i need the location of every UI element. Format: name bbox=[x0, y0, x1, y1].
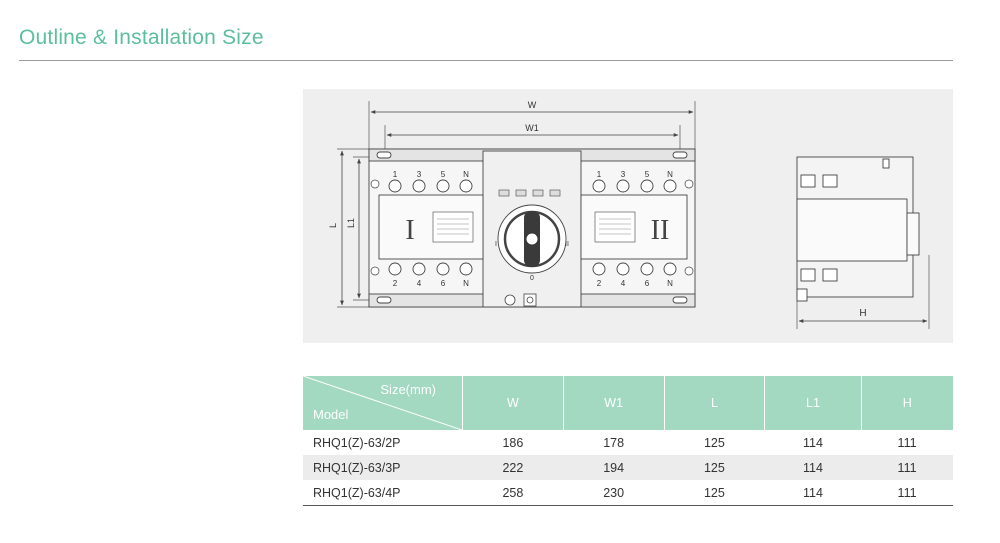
outline-drawing-svg: W W1 L L1 bbox=[328, 100, 930, 329]
page-title: Outline & Installation Size bbox=[19, 26, 264, 49]
roman-numeral-left: I bbox=[405, 215, 414, 246]
top-right-terminal-4: N bbox=[667, 170, 673, 179]
table-row: RHQ1(Z)-63/3P 222 194 125 114 111 bbox=[303, 455, 953, 480]
title-divider bbox=[19, 60, 953, 61]
bottom-left-terminal-3: 6 bbox=[441, 279, 446, 288]
switch-side-view bbox=[796, 156, 920, 302]
bottom-right-terminal-4: N bbox=[667, 279, 673, 288]
cell-l1: 114 bbox=[764, 455, 862, 480]
table-header-row: Size(mm) Model W W1 L L1 H bbox=[303, 376, 953, 430]
bottom-right-terminal-3: 6 bbox=[645, 279, 650, 288]
top-right-terminal-3: 5 bbox=[645, 170, 650, 179]
dim-h-label: H bbox=[859, 308, 866, 319]
switch-front-view bbox=[368, 148, 696, 308]
row-model: RHQ1(Z)-63/2P bbox=[313, 435, 401, 450]
size-header: Size(mm) bbox=[380, 382, 436, 397]
row-model: RHQ1(Z)-63/3P bbox=[303, 455, 463, 480]
top-left-terminal-1: 1 bbox=[393, 170, 398, 179]
top-left-terminal-3: 5 bbox=[441, 170, 446, 179]
dim-l-label: L bbox=[328, 223, 338, 228]
cell-l: 125 bbox=[664, 480, 765, 506]
cell-w1: 230 bbox=[563, 480, 665, 506]
row-model: RHQ1(Z)-63/4P bbox=[303, 480, 463, 506]
switch-position-right: II bbox=[565, 241, 569, 248]
cell-w: 258 bbox=[462, 480, 564, 506]
cell-l: 125 bbox=[664, 455, 765, 480]
table-row: RHQ1(Z)-63/4P 258 230 125 114 111 bbox=[303, 480, 953, 506]
dim-w-label: W bbox=[528, 100, 537, 110]
cell-w: 222 bbox=[462, 455, 564, 480]
column-header-w: W bbox=[462, 376, 564, 430]
switch-position-off: 0 bbox=[530, 275, 534, 282]
cell-h: 111 bbox=[897, 435, 917, 450]
dim-l: L bbox=[328, 148, 369, 308]
cell-w1: 194 bbox=[563, 455, 665, 480]
dim-w1: W1 bbox=[384, 123, 681, 149]
corner-diagonal bbox=[303, 376, 462, 430]
nameplate-lines bbox=[437, 218, 631, 235]
column-header-h: H bbox=[860, 376, 953, 430]
bottom-left-terminal-4: N bbox=[463, 279, 469, 288]
column-header-l1: L1 bbox=[764, 376, 862, 430]
top-right-terminal-1: 1 bbox=[597, 170, 602, 179]
bottom-right-terminal-2: 4 bbox=[621, 279, 626, 288]
bottom-left-terminal-1: 2 bbox=[393, 279, 398, 288]
switch-position-left: I bbox=[495, 241, 497, 248]
top-left-terminal-2: 3 bbox=[417, 170, 422, 179]
cell-h: 111 bbox=[861, 480, 953, 506]
dim-w: W bbox=[368, 100, 696, 155]
table-row: RHQ1(Z)-63/2P 186 178 125 114 111 bbox=[303, 430, 953, 455]
bottom-left-terminal-2: 4 bbox=[417, 279, 422, 288]
terminal-labels: 1 3 5 N 1 3 5 N 2 4 6 N 2 4 6 N bbox=[393, 170, 673, 288]
dim-h: H bbox=[796, 255, 930, 329]
cell-w: 186 bbox=[502, 435, 524, 450]
dim-l1-label: L1 bbox=[346, 218, 356, 228]
size-table: Size(mm) Model W W1 L L1 H RHQ1(Z)-63/2P… bbox=[303, 376, 953, 506]
cell-l1: 114 bbox=[764, 480, 862, 506]
roman-numeral-right: II bbox=[651, 215, 670, 246]
cell-l: 125 bbox=[703, 435, 725, 450]
cell-l1: 114 bbox=[802, 435, 823, 450]
header-corner: Size(mm) Model bbox=[303, 376, 463, 430]
column-header-l: L bbox=[663, 376, 765, 430]
top-left-terminal-4: N bbox=[463, 170, 469, 179]
cell-w1: 178 bbox=[603, 435, 625, 450]
dim-w1-label: W1 bbox=[525, 123, 539, 133]
model-header: Model bbox=[313, 407, 349, 422]
bottom-right-terminal-1: 2 bbox=[597, 279, 602, 288]
outline-drawing: W W1 L L1 bbox=[303, 89, 953, 343]
cell-h: 111 bbox=[861, 455, 953, 480]
top-right-terminal-2: 3 bbox=[621, 170, 626, 179]
column-header-w1: W1 bbox=[562, 376, 665, 430]
